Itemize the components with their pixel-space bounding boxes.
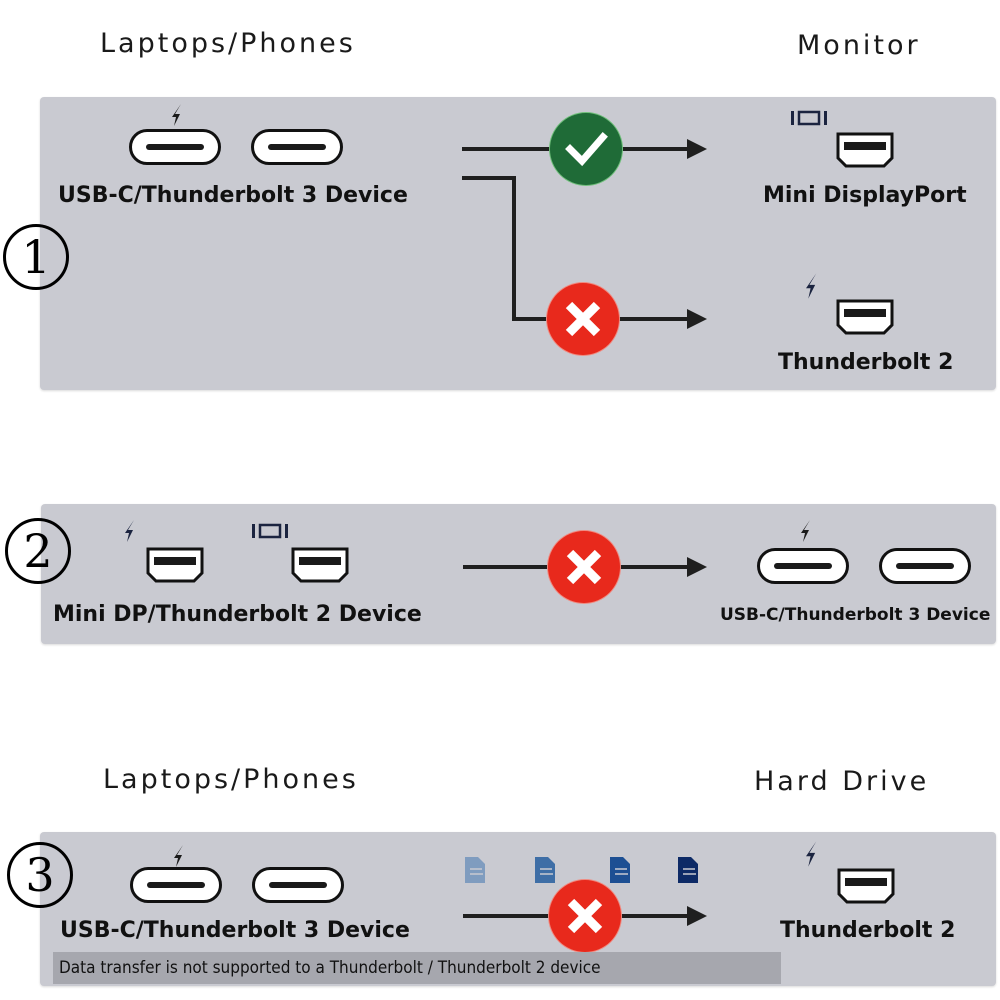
usb-c-port xyxy=(251,129,343,165)
thunderbolt-2-port xyxy=(837,868,895,904)
section1-heading-laptops: Laptops/Phones xyxy=(100,28,356,59)
displayport-icon xyxy=(791,110,827,126)
section3-number-badge: 3 xyxy=(7,842,73,908)
file-transfer-icon xyxy=(610,857,630,883)
thunderbolt-icon xyxy=(172,104,181,126)
not-supported-x-icon xyxy=(547,283,619,355)
file-transfer-icon xyxy=(678,857,698,883)
thunderbolt-2-port xyxy=(146,547,204,583)
arrow-head xyxy=(687,309,707,329)
section1-source-label: USB-C/Thunderbolt 3 Device xyxy=(58,183,408,208)
thunderbolt-2-label: Thunderbolt 2 xyxy=(778,350,954,375)
thunderbolt-icon xyxy=(806,841,817,867)
not-supported-x-icon xyxy=(549,880,621,952)
arrow-head xyxy=(687,557,707,577)
arrow-head xyxy=(687,139,707,159)
connector-line xyxy=(512,176,516,321)
section3-heading-hard-drive: Hard Drive xyxy=(754,766,930,797)
displayport-icon xyxy=(252,523,288,539)
thunderbolt-2-port xyxy=(836,299,894,335)
usb-c-port xyxy=(879,548,971,584)
section1-heading-monitor: Monitor xyxy=(797,30,921,61)
section2-number-badge: 2 xyxy=(5,518,71,584)
thunderbolt-icon xyxy=(801,520,810,542)
mini-displayport-port xyxy=(836,132,894,168)
file-transfer-icon xyxy=(535,857,555,883)
usb-c-port-thunderbolt xyxy=(129,129,221,165)
section3-target-label: Thunderbolt 2 xyxy=(780,918,956,943)
mini-displayport-port xyxy=(291,547,349,583)
file-transfer-icon xyxy=(465,857,485,883)
usb-c-port xyxy=(252,867,344,903)
connector-line xyxy=(462,176,516,180)
data-transfer-note: Data transfer is not supported to a Thun… xyxy=(53,952,781,984)
usb-c-port-thunderbolt xyxy=(130,867,222,903)
usb-c-port-thunderbolt xyxy=(757,548,849,584)
supported-check-icon xyxy=(550,113,622,185)
mini-displayport-label: Mini DisplayPort xyxy=(763,183,967,208)
thunderbolt-icon xyxy=(174,845,183,867)
not-supported-x-icon xyxy=(548,531,620,603)
section3-heading-laptops: Laptops/Phones xyxy=(103,764,359,795)
section3-source-label: USB-C/Thunderbolt 3 Device xyxy=(60,918,410,943)
section2-target-label: USB-C/Thunderbolt 3 Device xyxy=(720,605,991,625)
thunderbolt-icon xyxy=(125,520,134,542)
section1-number-badge: 1 xyxy=(3,224,69,290)
arrow-head xyxy=(687,906,707,926)
thunderbolt-icon xyxy=(806,273,817,299)
section2-source-label: Mini DP/Thunderbolt 2 Device xyxy=(53,602,422,627)
